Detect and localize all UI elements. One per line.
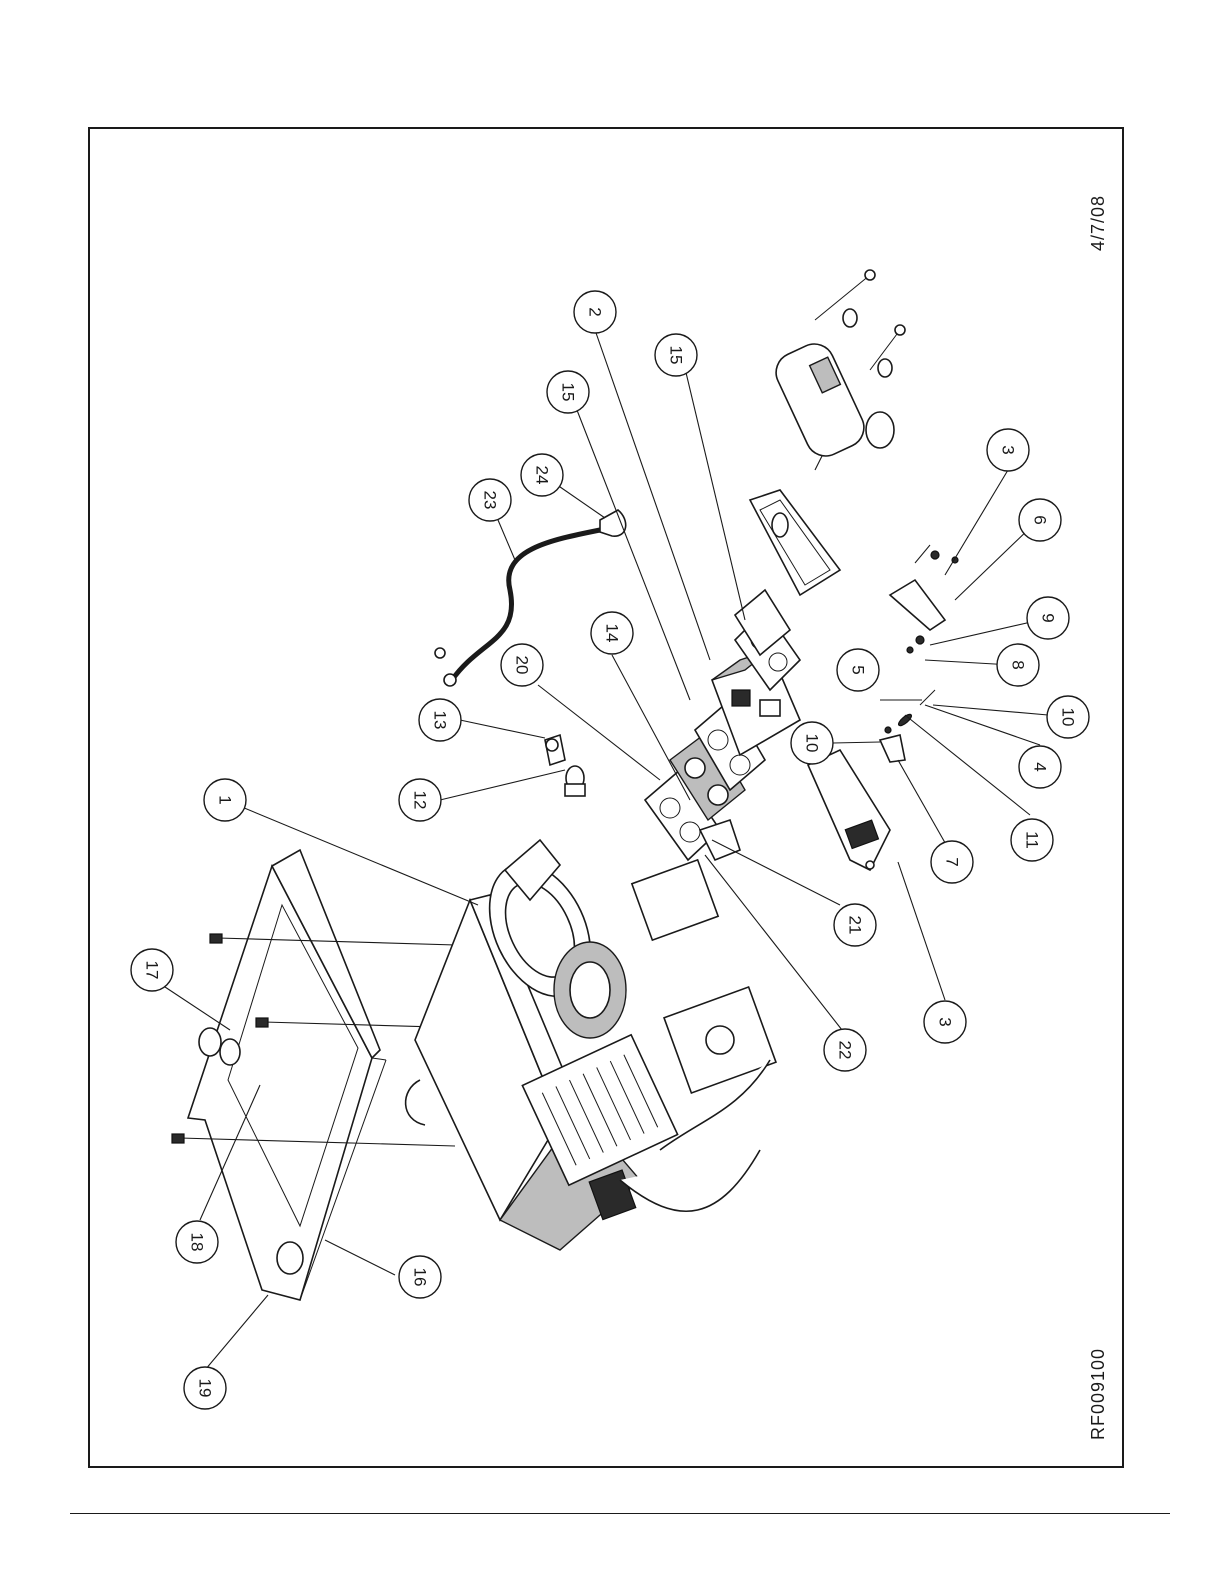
svg-text:5: 5 bbox=[849, 665, 868, 674]
callout-18: 18 bbox=[176, 1221, 218, 1263]
callout-10-right: 10 bbox=[1047, 696, 1089, 738]
svg-text:15: 15 bbox=[559, 383, 578, 402]
callout-23: 23 bbox=[469, 479, 511, 521]
fittings-part bbox=[545, 735, 585, 796]
svg-text:13: 13 bbox=[431, 711, 450, 730]
svg-text:14: 14 bbox=[603, 624, 622, 643]
svg-text:22: 22 bbox=[836, 1041, 855, 1060]
svg-text:15: 15 bbox=[667, 346, 686, 365]
svg-text:7: 7 bbox=[943, 857, 962, 866]
callout-19: 19 bbox=[184, 1367, 226, 1409]
svg-text:6: 6 bbox=[1031, 515, 1050, 524]
callout-12: 12 bbox=[399, 779, 441, 821]
engine-assembly-part bbox=[406, 840, 776, 1250]
callout-8: 8 bbox=[997, 644, 1039, 686]
callout-15-left: 15 bbox=[547, 371, 589, 413]
callout-3-bottom: 3 bbox=[924, 1001, 966, 1043]
callout-20: 20 bbox=[501, 644, 543, 686]
callout-5: 5 bbox=[837, 649, 879, 691]
bracket-assembly-part bbox=[808, 545, 958, 870]
callout-14: 14 bbox=[591, 612, 633, 654]
svg-text:20: 20 bbox=[513, 656, 532, 675]
callout-10-left: 10 bbox=[791, 722, 833, 764]
svg-text:9: 9 bbox=[1039, 613, 1058, 622]
callout-4: 4 bbox=[1019, 746, 1061, 788]
svg-text:10: 10 bbox=[1059, 708, 1078, 727]
svg-text:23: 23 bbox=[481, 491, 500, 510]
callout-9: 9 bbox=[1027, 597, 1069, 639]
callout-24: 24 bbox=[521, 454, 563, 496]
svg-text:19: 19 bbox=[196, 1379, 215, 1398]
callout-1: 1 bbox=[204, 779, 246, 821]
drawing-date: 4/7/08 bbox=[1088, 195, 1108, 251]
svg-text:18: 18 bbox=[188, 1233, 207, 1252]
callout-7: 7 bbox=[931, 841, 973, 883]
svg-text:12: 12 bbox=[411, 791, 430, 810]
callout-16: 16 bbox=[399, 1256, 441, 1298]
callout-15-right: 15 bbox=[655, 334, 697, 376]
callout-2: 2 bbox=[574, 291, 616, 333]
svg-text:1: 1 bbox=[216, 795, 235, 804]
svg-text:2: 2 bbox=[586, 307, 605, 316]
svg-text:8: 8 bbox=[1009, 660, 1028, 669]
callout-21: 21 bbox=[834, 904, 876, 946]
callout-6: 6 bbox=[1019, 499, 1061, 541]
svg-text:21: 21 bbox=[846, 916, 865, 935]
callout-17: 17 bbox=[131, 949, 173, 991]
callout-11: 11 bbox=[1011, 819, 1053, 861]
svg-text:16: 16 bbox=[411, 1268, 430, 1287]
svg-text:3: 3 bbox=[999, 445, 1018, 454]
svg-text:4: 4 bbox=[1031, 762, 1050, 771]
svg-text:11: 11 bbox=[1023, 831, 1042, 849]
callout-3-top: 3 bbox=[987, 429, 1029, 471]
drawing-number: RF009100 bbox=[1088, 1348, 1108, 1440]
panel-plate-part bbox=[188, 850, 386, 1300]
svg-text:3: 3 bbox=[936, 1017, 955, 1026]
muffler-part bbox=[770, 270, 905, 463]
callout-13: 13 bbox=[419, 699, 461, 741]
svg-text:24: 24 bbox=[533, 466, 552, 485]
svg-text:10: 10 bbox=[803, 734, 822, 753]
svg-text:17: 17 bbox=[143, 961, 162, 980]
callout-22: 22 bbox=[824, 1029, 866, 1071]
